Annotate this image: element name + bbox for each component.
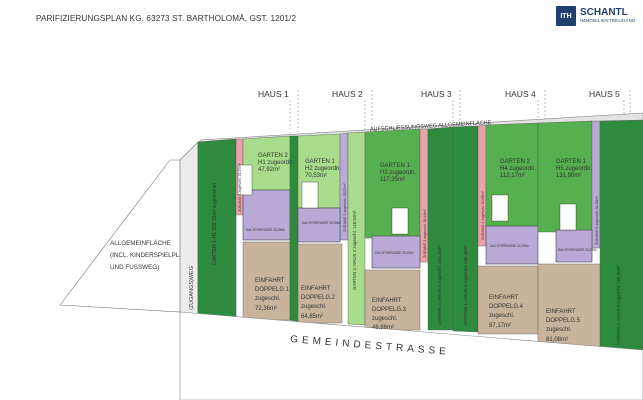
svg-text:GARTEN 2, HAUS 3 zugeschl. 163: GARTEN 2, HAUS 3 zugeschl. 163,24m² [437,245,442,325]
logo-subtitle: IMMOBILIENTREUHAND [580,18,636,23]
svg-text:DOPPELG.3: DOPPELG.3 [372,307,407,313]
driveway-5 [537,263,601,351]
terrace-note: DACHTERRASSE 30,25M² [302,221,341,225]
terrace-note: DACHTERRASSE 30,25M² [558,248,597,252]
house-1-block [242,189,291,241]
house-label: HAUS 4 [505,89,536,99]
svg-text:GARTEN 2, HAUS 5 zugeschl. 168: GARTEN 2, HAUS 5 zugeschl. 168,50m² [616,265,621,345]
svg-text:EINFAHRT: EINFAHRT [546,309,576,315]
svg-text:zugeschl.: zugeschl. [546,327,572,333]
svg-text:ZUGANG 3 zugeschl. 38,48m²: ZUGANG 3 zugeschl. 38,48m² [423,208,427,258]
svg-text:H2 zugeordn.: H2 zugeordn. [305,166,341,172]
svg-text:DOPPELG.2: DOPPELG.2 [301,295,336,301]
svg-text:DOPPELG.1: DOPPELG.1 [255,287,290,293]
terrace-note: DACHTERRASSE 30,25M² [375,251,414,255]
company-logo: ITH SCHANTL IMMOBILIENTREUHAND [556,6,636,26]
svg-text:72,36m²: 72,36m² [255,306,277,312]
svg-text:131,90m²: 131,90m² [556,173,581,179]
house-label: HAUS 1 [258,89,289,99]
common-area [59,159,181,313]
svg-text:zugeschl.: zugeschl. [372,316,398,322]
svg-text:EINFAHRT: EINFAHRT [301,286,331,292]
svg-text:GARTEN 2: GARTEN 2 [258,153,289,159]
common-area-label: ALLGEMEINFLÄCHE [110,239,171,247]
svg-text:zugeschl.: zugeschl. [255,296,281,302]
svg-text:DOPPELG.4: DOPPELG.4 [489,304,524,310]
svg-text:GARTEN 1: GARTEN 1 [305,159,336,165]
logo-mark: ITH [556,6,576,26]
svg-text:ZUGANG 1 zugeschl. 21,07m²: ZUGANG 1 zugeschl. 21,07m² [238,162,242,212]
svg-text:47,92m²: 47,92m² [258,167,280,173]
svg-text:H5 zugeordn.: H5 zugeordn. [556,166,592,172]
terrace-markers [237,164,577,235]
driveway-4 [477,265,539,335]
svg-text:GARTEN 1, HAUS 4 zugeschl. 158: GARTEN 1, HAUS 4 zugeschl. 158,43m² [463,245,468,325]
common-area-label: (INCL. KINDERSPIELPL. [110,252,181,259]
svg-text:GARTEN 1-H1 159,15m² zugeordne: GARTEN 1-H1 159,15m² zugeordnet [212,182,218,265]
terrace-note: DACHTERRASSE 30,25M² [246,228,285,232]
svg-text:EINFAHRT: EINFAHRT [489,295,519,301]
svg-text:46,88m²: 46,88m² [372,325,394,331]
house-3-block [371,235,421,269]
svg-text:ZUGANG 5 zugeschl. 38,28m²: ZUGANG 5 zugeschl. 38,28m² [595,195,599,245]
svg-text:H4 zugeordn.: H4 zugeordn. [500,166,536,172]
house-4-block [485,225,539,265]
svg-text:zugeschl.: zugeschl. [489,313,515,319]
house-label: HAUS 3 [421,89,452,99]
driveway-labels: EINFAHRT DOPPELG.1 zugeschl. 72,36m² EIN… [255,278,581,343]
svg-text:GARTEN 2: GARTEN 2 [500,159,531,165]
svg-text:GARTEN 2, HAUS 2 zugeschl. 118: GARTEN 2, HAUS 2 zugeschl. 118,52m² [352,210,357,290]
driveway-3 [364,269,421,331]
house-5-block [555,229,593,263]
svg-text:ZUGANG 4 zugeschl. 30,65m²: ZUGANG 4 zugeschl. 30,65m² [481,190,485,240]
svg-text:87,17m²: 87,17m² [489,323,511,329]
svg-text:EINFAHRT: EINFAHRT [372,298,402,304]
house-2-block [297,207,341,243]
svg-text:GARTEN 1: GARTEN 1 [556,159,587,165]
vertical-labels: GARTEN 1-H1 159,15m² zugeordnet GARTEN 2… [212,162,621,345]
svg-text:H1 zugeordn.: H1 zugeordn. [258,160,294,166]
driveway-1 [242,241,291,321]
svg-text:H3 zugeordn.: H3 zugeordn. [380,170,416,176]
terrace-note: DACHTERRASSE 30,25M² [490,244,529,248]
garden-labels: GARTEN 2 H1 zugeordn. 47,92m² GARTEN 1 H… [258,153,592,183]
svg-text:DOPPELG.5: DOPPELG.5 [546,318,581,324]
svg-text:112,17m²: 112,17m² [500,173,525,179]
svg-text:GARTEN 1: GARTEN 1 [380,163,411,169]
plan-title: PARIFIZIERUNGSPLAN KG. 63273 ST. BARTHOL… [36,14,297,23]
svg-text:81,08m²: 81,08m² [546,337,568,343]
common-area-label: UND FUSSWEG) [110,264,159,271]
svg-text:64,85m²: 64,85m² [301,314,323,320]
logo-name: SCHANTL [580,7,628,18]
driveway-2 [297,243,343,324]
svg-text:117,35m²: 117,35m² [380,177,405,183]
house-label: HAUS 5 [589,89,620,99]
main-street [179,311,643,400]
access-path-label: (ZUGANGS)WEG [189,266,195,310]
svg-text:ZUGANG 2 zugeschl. 25,57m²: ZUGANG 2 zugeschl. 25,57m² [343,182,347,232]
svg-text:EINFAHRT: EINFAHRT [255,278,285,284]
garden-2-h5 [599,119,643,351]
svg-text:zugeschl.: zugeschl. [301,304,327,310]
svg-text:70,53m²: 70,53m² [305,173,327,179]
house-label: HAUS 2 [332,89,363,99]
